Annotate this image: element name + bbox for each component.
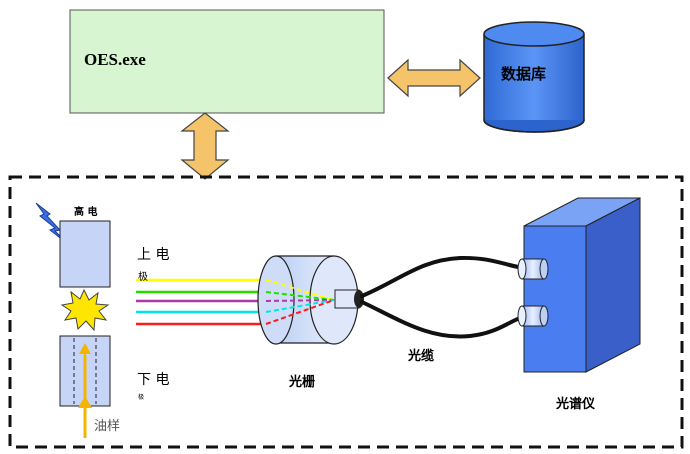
spectrometer	[523, 197, 641, 373]
beam-convergence-line	[265, 279, 335, 301]
instrument-boundary	[8, 175, 684, 449]
beam-convergence-line	[265, 299, 335, 325]
grating-cylinder	[257, 255, 359, 345]
cable-label: 光缆	[408, 349, 435, 364]
spectrometer-port-upper	[517, 258, 549, 280]
oes-app-label: OES.exe	[84, 50, 146, 69]
beam-convergence-line	[265, 299, 335, 302]
upper-electrode	[59, 220, 111, 288]
spectrometer-label: 光谱仪	[556, 397, 596, 412]
lower-electrode-label: 下 电	[137, 372, 170, 388]
lower-electrode-sub-label: 极	[138, 394, 145, 401]
grating-label: 光栅	[289, 375, 316, 390]
sample-flow-arrow	[78, 343, 92, 438]
database-cylinder	[483, 21, 585, 133]
optical-cable	[360, 255, 530, 339]
upper-electrode-sub-label: 极	[138, 272, 148, 283]
spectrometer-port-lower	[517, 305, 549, 327]
fiber-connector	[334, 289, 364, 309]
app-db-double-arrow	[387, 58, 481, 98]
oes-app-box	[69, 9, 385, 114]
light-beams	[136, 276, 270, 328]
app-instrument-double-arrow	[180, 112, 230, 180]
upper-electrode-label: 上 电	[137, 247, 170, 263]
spark-icon	[60, 288, 110, 332]
oil-sample-label: 油样	[94, 419, 121, 434]
beam-convergence	[265, 279, 335, 325]
beam-convergence-line	[265, 291, 335, 301]
database-label: 数据库	[501, 65, 547, 83]
beam-convergence-line	[265, 299, 335, 313]
high-voltage-label: 高 电	[74, 207, 98, 218]
